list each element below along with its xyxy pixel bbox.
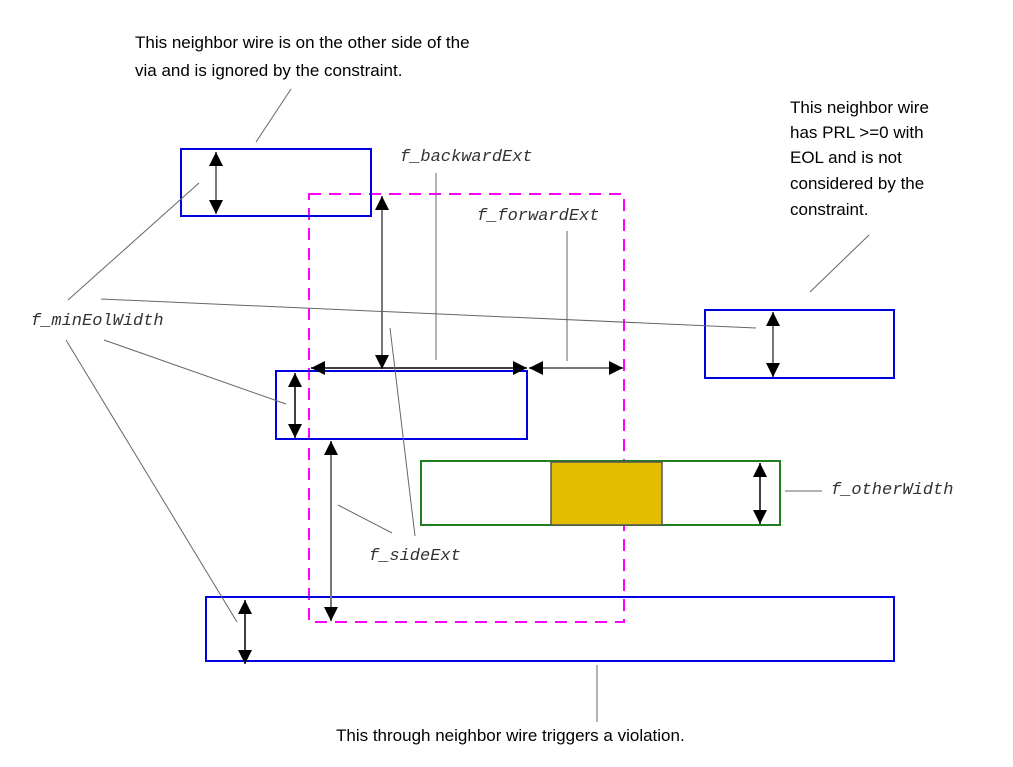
neighbor-wire-other-side (180, 148, 372, 217)
label-side-ext: f_sideExt (369, 547, 461, 566)
label-other-width: f_otherWidth (831, 481, 953, 500)
leader-min-eol-width-3 (103, 339, 287, 405)
neighbor-wire-prl (704, 309, 895, 379)
leader-min-eol-width-2 (100, 298, 757, 329)
leader-min-eol-width-4 (65, 339, 238, 623)
through-neighbor-wire (205, 596, 895, 662)
note-other-side: This neighbor wire is on the other side … (135, 33, 474, 80)
via (550, 461, 663, 526)
label-backward-ext: f_backwardExt (400, 148, 533, 167)
label-forward-ext: f_forwardExt (477, 207, 599, 226)
note-violation: This through neighbor wire triggers a vi… (336, 726, 685, 745)
note-prl: This neighbor wire has PRL >=0 with EOL … (790, 98, 934, 219)
eol-search-zone (308, 193, 625, 623)
leader-side-ext-1 (337, 504, 393, 534)
leader-prl (809, 234, 870, 293)
eol-wire (275, 370, 528, 440)
leader-other-side (255, 88, 292, 143)
leader-side-ext-2 (389, 327, 416, 537)
leader-min-eol-width-1 (67, 182, 200, 301)
label-min-eol-width: f_minEolWidth (31, 312, 164, 331)
